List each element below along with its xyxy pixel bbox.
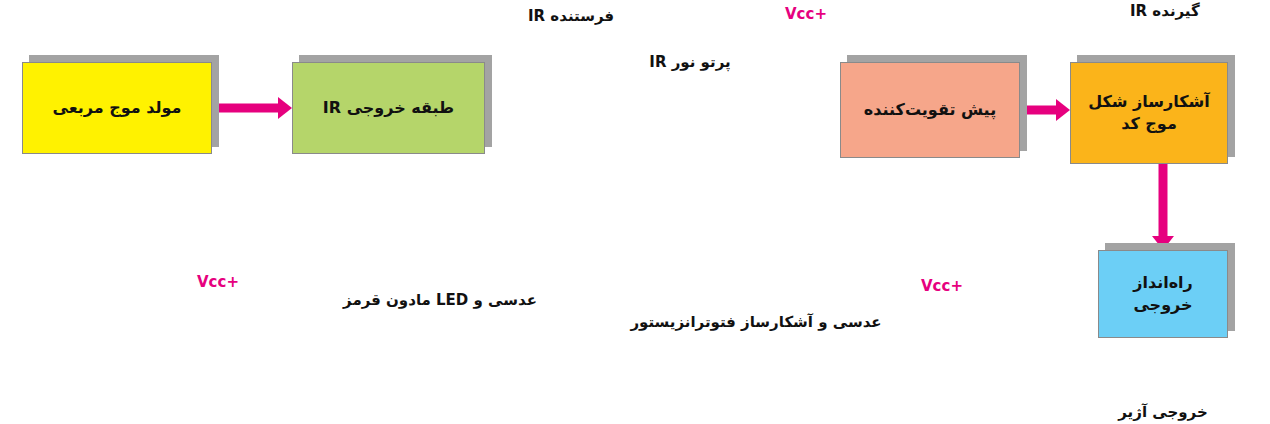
supply-terminal bbox=[963, 296, 971, 304]
supply-label: +Vcc bbox=[197, 273, 239, 291]
junction-dot bbox=[1017, 207, 1024, 214]
box-label: آشکارساز شکل موج کد bbox=[1077, 91, 1221, 134]
output-arrowhead bbox=[1151, 382, 1175, 398]
box-label: راه‌انداز خروجی bbox=[1105, 272, 1221, 315]
phototransistor-symbol bbox=[754, 90, 800, 134]
box-label: طبقه خروجی IR bbox=[323, 97, 454, 119]
panel-title: فرستنده IR bbox=[528, 7, 614, 25]
supply-terminal bbox=[213, 250, 221, 258]
leader-line bbox=[556, 128, 594, 296]
supply-label: +Vcc bbox=[785, 5, 827, 23]
receiver-wires bbox=[800, 40, 1100, 300]
ir-beam bbox=[612, 76, 726, 134]
lens bbox=[590, 62, 604, 122]
panel-title: گیرنده IR bbox=[1130, 2, 1200, 20]
junction-dot bbox=[1017, 297, 1024, 304]
process-box: مولد موج مربعی bbox=[22, 62, 212, 154]
leader-line bbox=[735, 128, 748, 306]
annotation-label: پرتو نور IR bbox=[649, 53, 730, 71]
lens bbox=[733, 62, 747, 122]
annotation-label: عدسی و LED مادون قرمز bbox=[343, 291, 537, 309]
resistor-symbol bbox=[792, 50, 808, 80]
flow-arrow bbox=[212, 104, 278, 113]
process-box: راه‌انداز خروجی bbox=[1098, 250, 1228, 338]
box-label: مولد موج مربعی bbox=[53, 97, 182, 119]
supply-label: +Vcc bbox=[921, 277, 963, 295]
annotation-label: عدسی و آشکارساز فتوترانزیستور bbox=[630, 313, 881, 331]
annotation-label: خروجی آژیر bbox=[1118, 403, 1207, 421]
led-symbol bbox=[516, 84, 560, 118]
supply-terminal bbox=[796, 34, 804, 42]
box-label: پیش تقویت‌کننده bbox=[864, 99, 996, 121]
receiver-panel: گیرنده IRپیش تقویت‌کنندهآشکارساز شکل موج… bbox=[735, 30, 1238, 385]
junction-dot bbox=[214, 207, 221, 214]
process-box: پیش تقویت‌کننده bbox=[840, 62, 1020, 158]
flow-arrow bbox=[1159, 164, 1168, 236]
flow-arrow bbox=[1020, 106, 1056, 115]
transmitter-panel: فرستنده IRمولد موج مربعیطبقه خروجی IR bbox=[8, 35, 655, 240]
process-box: آشکارساز شکل موج کد bbox=[1070, 62, 1228, 164]
process-box: طبقه خروجی IR bbox=[292, 62, 485, 154]
output-arrow bbox=[1159, 340, 1168, 382]
